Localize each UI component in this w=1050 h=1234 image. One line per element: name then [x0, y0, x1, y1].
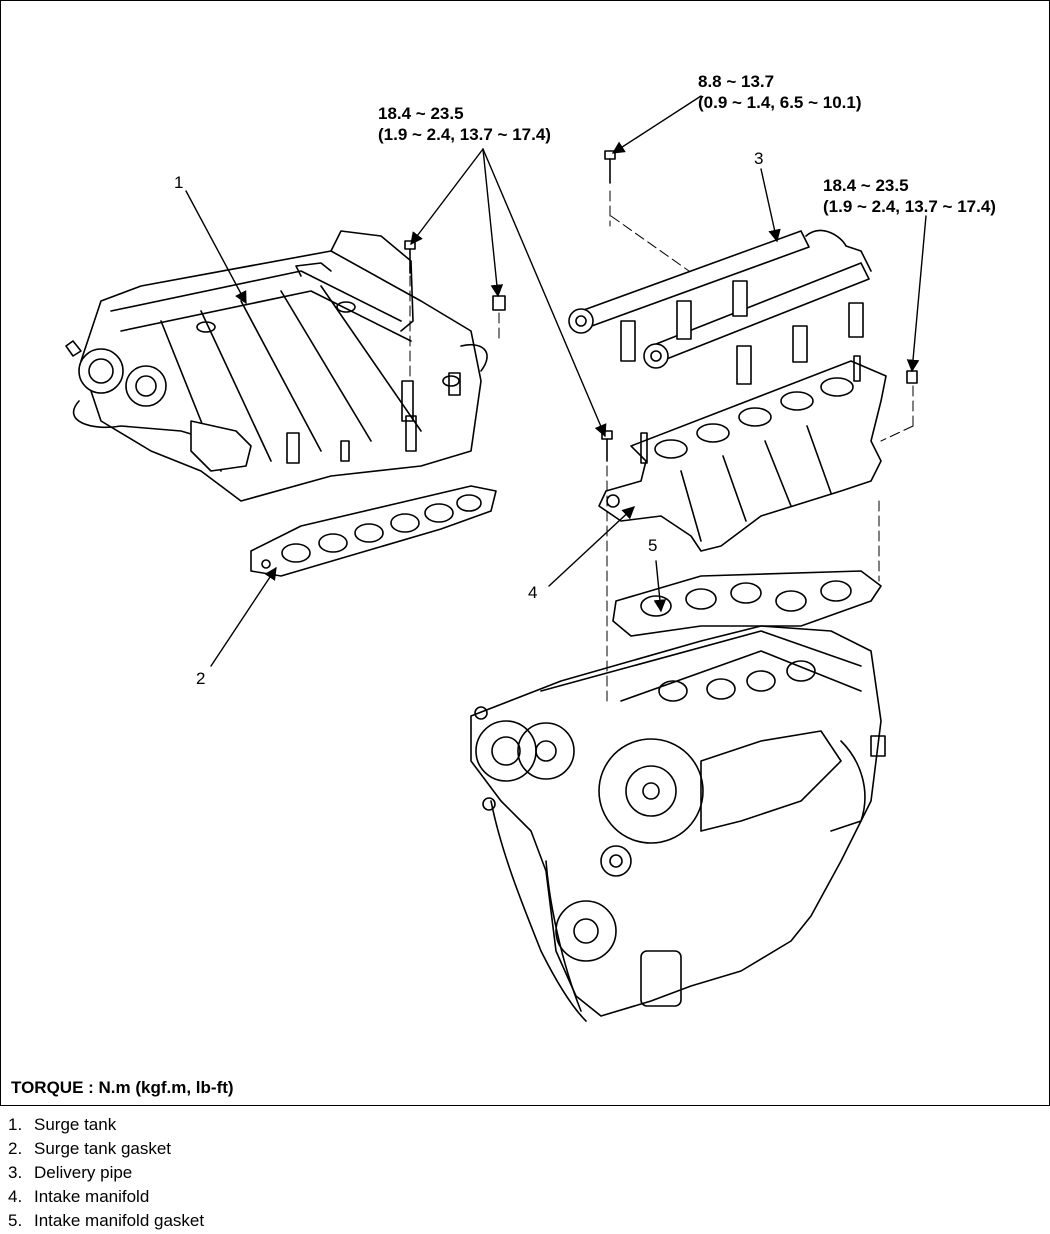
part-number-5: 5 — [648, 536, 658, 555]
leader-lines — [185, 95, 927, 667]
part-number-3: 3 — [754, 149, 764, 168]
list-item: 1.Surge tank — [8, 1115, 117, 1134]
part-number-4: 4 — [528, 583, 538, 602]
intake-manifold-gasket — [612, 570, 882, 637]
torque-value-nm: 18.4 ~ 23.5 — [823, 176, 909, 195]
list-item: 4.Intake manifold — [8, 1187, 150, 1206]
parts-list: 1.Surge tank 2.Surge tank gasket 3.Deliv… — [8, 1113, 204, 1233]
torque-callout-delivery-pipe: 8.8 ~ 13.7 (0.9 ~ 1.4, 6.5 ~ 10.1) — [698, 71, 862, 113]
delivery-pipe — [568, 229, 872, 385]
part-number-2: 2 — [196, 669, 206, 688]
engine-block — [470, 625, 886, 1022]
diagram-frame: 18.4 ~ 23.5 (1.9 ~ 2.4, 13.7 ~ 17.4) 8.8… — [0, 0, 1050, 1106]
surge-tank-gasket — [250, 485, 497, 577]
list-item: 5.Intake manifold gasket — [8, 1211, 205, 1230]
exploded-view-drawing — [65, 95, 927, 1022]
torque-value-kgfm-lbft: (1.9 ~ 2.4, 13.7 ~ 17.4) — [378, 125, 551, 144]
torque-callout-intake-manifold: 18.4 ~ 23.5 (1.9 ~ 2.4, 13.7 ~ 17.4) — [823, 175, 996, 217]
surge-tank — [65, 230, 488, 502]
list-item: 2.Surge tank gasket — [8, 1139, 172, 1158]
alignment-lines — [409, 190, 914, 702]
torque-callout-surge-tank: 18.4 ~ 23.5 (1.9 ~ 2.4, 13.7 ~ 17.4) — [378, 103, 551, 145]
torque-units-legend: TORQUE : N.m (kgf.m, lb-ft) — [11, 1078, 234, 1097]
part-number-1: 1 — [174, 173, 184, 192]
torque-value-kgfm-lbft: (0.9 ~ 1.4, 6.5 ~ 10.1) — [698, 93, 862, 112]
torque-value-nm: 8.8 ~ 13.7 — [698, 72, 775, 91]
intake-manifold — [598, 355, 887, 552]
list-item: 3.Delivery pipe — [8, 1163, 133, 1182]
torque-value-nm: 18.4 ~ 23.5 — [378, 104, 464, 123]
torque-value-kgfm-lbft: (1.9 ~ 2.4, 13.7 ~ 17.4) — [823, 197, 996, 216]
bolts — [404, 150, 918, 462]
